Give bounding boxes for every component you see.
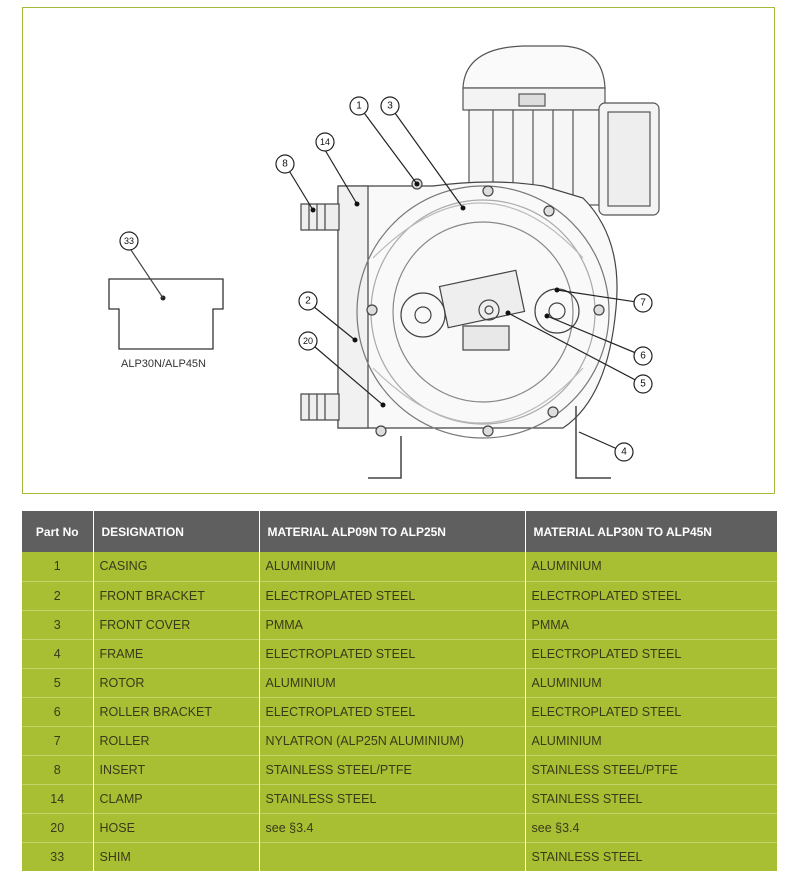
table-row: 2 FRONT BRACKET ELECTROPLATED STEEL ELEC… — [22, 580, 777, 610]
part-no-cell: 5 — [22, 667, 94, 697]
part-no-cell: 20 — [22, 812, 94, 842]
designation-cell: ROLLER — [93, 725, 260, 755]
material-small-cell: ELECTROPLATED STEEL — [259, 580, 526, 610]
designation-cell: CASING — [93, 552, 260, 581]
designation-cell: FRAME — [93, 638, 260, 668]
table-row: 6 ROLLER BRACKET ELECTROPLATED STEEL ELE… — [22, 696, 777, 726]
column-header-designation: DESIGNATION — [93, 511, 260, 552]
column-header-material-alp30n-alp45n: MATERIAL ALP30N TO ALP45N — [525, 511, 777, 552]
leader-dots — [310, 181, 560, 408]
part-no-cell: 6 — [22, 696, 94, 726]
designation-cell: SHIM — [93, 841, 260, 871]
pump-drawing: 1 3 14 8 33 2 20 7 6 5 4 — [108, 45, 660, 479]
material-small-cell: STAINLESS STEEL/PTFE — [259, 754, 526, 784]
callout-6: 6 — [640, 351, 646, 362]
material-small-cell: ALUMINIUM — [259, 552, 526, 581]
material-small-cell: ALUMINIUM — [259, 667, 526, 697]
material-large-cell: STAINLESS STEEL — [525, 783, 777, 813]
table-row: 33 SHIM STAINLESS STEEL — [22, 841, 777, 871]
callout-labels: 1 3 14 8 33 2 20 7 6 5 4 — [124, 101, 646, 458]
pump-diagram-figure: 1 3 14 8 33 2 20 7 6 5 4 ALP30N/ALP45N — [22, 7, 775, 494]
callout-circle-8 — [275, 154, 295, 174]
material-small-cell: STAINLESS STEEL — [259, 783, 526, 813]
callout-3: 3 — [387, 101, 393, 112]
material-large-cell: see §3.4 — [525, 812, 777, 842]
callout-2: 2 — [305, 296, 311, 307]
designation-cell: HOSE — [93, 812, 260, 842]
material-small-cell — [259, 841, 526, 871]
table-header-row: Part No DESIGNATION MATERIAL ALP09N TO A… — [22, 511, 777, 552]
material-large-cell: ELECTROPLATED STEEL — [525, 696, 777, 726]
callout-14: 14 — [320, 137, 330, 147]
material-large-cell: ALUMINIUM — [525, 552, 777, 581]
callout-33: 33 — [124, 236, 134, 246]
table-row: 4 FRAME ELECTROPLATED STEEL ELECTROPLATE… — [22, 638, 777, 668]
callout-1: 1 — [356, 101, 362, 112]
callout-5: 5 — [640, 379, 646, 390]
parts-table: Part No DESIGNATION MATERIAL ALP09N TO A… — [22, 511, 777, 871]
designation-cell: INSERT — [93, 754, 260, 784]
material-small-cell: PMMA — [259, 609, 526, 639]
table-row: 8 INSERT STAINLESS STEEL/PTFE STAINLESS … — [22, 754, 777, 784]
table-row: 5 ROTOR ALUMINIUM ALUMINIUM — [22, 667, 777, 697]
designation-cell: CLAMP — [93, 783, 260, 813]
callout-circle-20 — [298, 331, 318, 351]
callout-circles — [119, 96, 653, 462]
part-no-cell: 33 — [22, 841, 94, 871]
hose-ports — [300, 203, 340, 421]
callout-circle-3 — [380, 96, 400, 116]
callout-circle-6 — [633, 346, 653, 366]
leader-lines — [284, 105, 644, 453]
callout-circle-7 — [633, 293, 653, 313]
table-row: 20 HOSE see §3.4 see §3.4 — [22, 812, 777, 842]
part-no-cell: 1 — [22, 552, 94, 581]
material-large-cell: ALUMINIUM — [525, 667, 777, 697]
designation-cell: ROTOR — [93, 667, 260, 697]
material-small-cell: see §3.4 — [259, 812, 526, 842]
callout-circle-14 — [315, 132, 335, 152]
callout-20: 20 — [303, 336, 313, 346]
designation-cell: FRONT COVER — [93, 609, 260, 639]
part-no-cell: 3 — [22, 609, 94, 639]
callout-circle-5 — [633, 374, 653, 394]
rotor-assembly — [400, 269, 580, 351]
frame-feet — [368, 406, 611, 479]
shim-part — [108, 278, 224, 350]
column-header-part-no: Part No — [22, 511, 94, 552]
material-large-cell: ELECTROPLATED STEEL — [525, 638, 777, 668]
part-no-cell: 7 — [22, 725, 94, 755]
callout-4: 4 — [621, 447, 627, 458]
designation-cell: ROLLER BRACKET — [93, 696, 260, 726]
callout-circle-4 — [614, 442, 634, 462]
callout-circle-33 — [119, 231, 139, 251]
material-large-cell: STAINLESS STEEL — [525, 841, 777, 871]
material-large-cell: PMMA — [525, 609, 777, 639]
material-large-cell: ALUMINIUM — [525, 725, 777, 755]
model-caption: ALP30N/ALP45N — [121, 358, 206, 370]
part-no-cell: 14 — [22, 783, 94, 813]
material-small-cell: ELECTROPLATED STEEL — [259, 638, 526, 668]
material-large-cell: STAINLESS STEEL/PTFE — [525, 754, 777, 784]
callout-8: 8 — [282, 159, 288, 170]
table-row: 7 ROLLER NYLATRON (ALP25N ALUMINIUM) ALU… — [22, 725, 777, 755]
part-no-cell: 8 — [22, 754, 94, 784]
callout-circle-1 — [349, 96, 369, 116]
callout-7: 7 — [640, 298, 646, 309]
designation-cell: FRONT BRACKET — [93, 580, 260, 610]
column-header-material-alp09n-alp25n: MATERIAL ALP09N TO ALP25N — [259, 511, 526, 552]
part-no-cell: 2 — [22, 580, 94, 610]
table-row: 3 FRONT COVER PMMA PMMA — [22, 609, 777, 639]
material-small-cell: NYLATRON (ALP25N ALUMINIUM) — [259, 725, 526, 755]
part-no-cell: 4 — [22, 638, 94, 668]
table-row: 14 CLAMP STAINLESS STEEL STAINLESS STEEL — [22, 783, 777, 813]
material-small-cell: ELECTROPLATED STEEL — [259, 696, 526, 726]
table-row: 1 CASING ALUMINIUM ALUMINIUM — [22, 552, 777, 581]
callout-circle-2 — [298, 291, 318, 311]
material-large-cell: ELECTROPLATED STEEL — [525, 580, 777, 610]
